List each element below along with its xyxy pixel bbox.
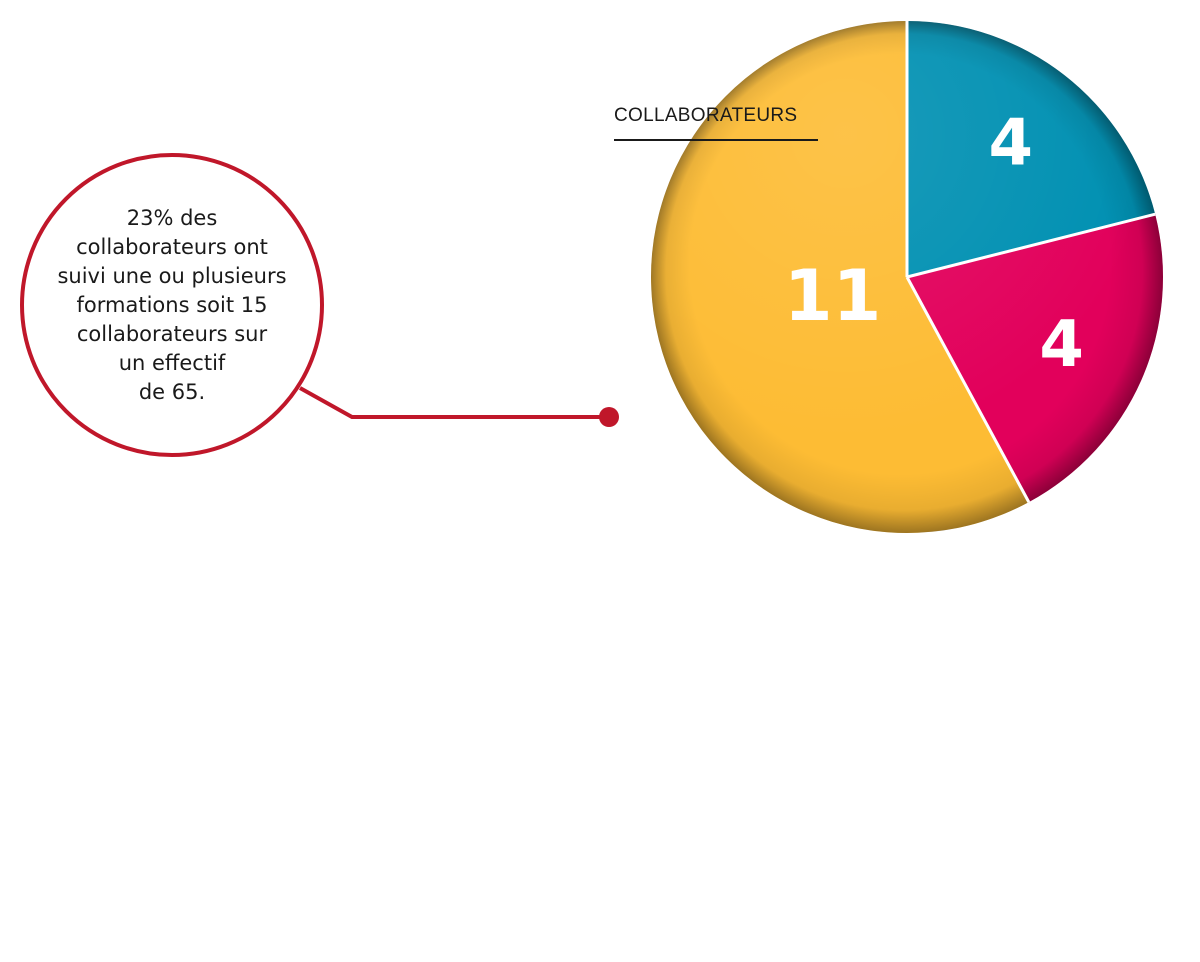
callout-line: collaborateurs ont <box>76 234 268 259</box>
pie-slice-separators <box>905 21 1156 503</box>
slice-separator <box>905 276 1031 503</box>
chart-title: COLLABORATEURS <box>614 105 798 126</box>
callout-bubble: 23% des collaborateurs ont suivi une ou … <box>20 153 324 457</box>
callout-connector-line <box>299 386 608 419</box>
pie-slice-label: 11 <box>784 255 881 337</box>
callout-line: suivi une ou plusieurs <box>57 263 287 288</box>
callout-line: un effectif <box>118 350 226 375</box>
callout-line: collaborateurs sur <box>76 321 268 346</box>
callout-line: 23% des <box>126 205 218 230</box>
chart-title-underline <box>614 139 818 141</box>
callout-line: formations soit 15 <box>76 292 268 317</box>
pie-slice-label: 4 <box>1039 308 1084 382</box>
pie-slice-label: 4 <box>989 107 1034 181</box>
pie-slice-labels: 4 4 11 <box>784 107 1084 382</box>
callout-connector-dot <box>599 407 619 427</box>
slice-separator <box>906 212 1156 279</box>
callout-text: 23% des collaborateurs ont suivi une ou … <box>41 204 303 407</box>
callout-line: de 65. <box>138 379 206 404</box>
